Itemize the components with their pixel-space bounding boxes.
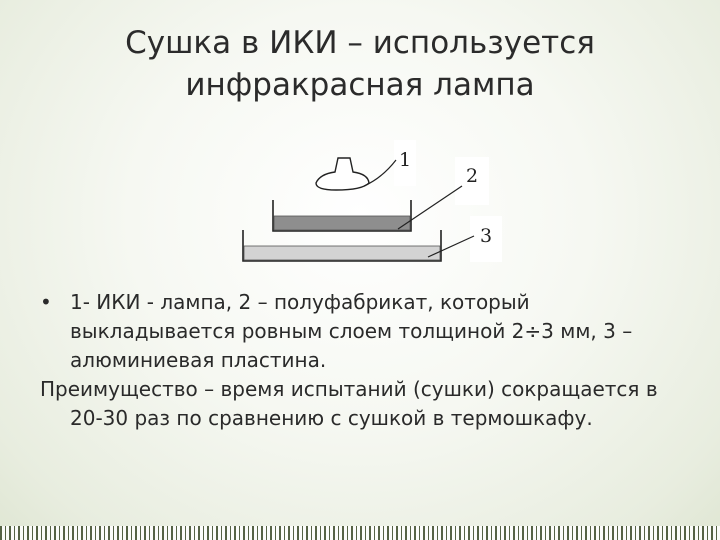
bullet-text: 1- ИКИ - лампа, 2 – полуфабрикат, которы… <box>70 290 633 372</box>
leader-line-2 <box>397 185 463 230</box>
label-2: 2 <box>466 165 478 187</box>
leader-line-3 <box>427 235 475 258</box>
label-3: 3 <box>480 225 492 247</box>
product-layer <box>273 215 411 231</box>
bullet-item: • 1- ИКИ - лампа, 2 – полуфабрикат, кото… <box>40 288 690 375</box>
product-tray <box>272 200 412 232</box>
title-line-2: инфракрасная лампа <box>185 67 535 103</box>
title-line-1: Сушка в ИКИ – используется <box>125 25 595 61</box>
label-box-2 <box>455 157 489 205</box>
label-box-1 <box>394 140 416 186</box>
slide-title: Сушка в ИКИ – используется инфракрасная … <box>60 22 660 106</box>
aluminium-plate-rim <box>242 230 442 262</box>
ir-lamp-shape <box>315 157 370 191</box>
aluminium-plate <box>243 245 441 261</box>
leader-line-1 <box>363 159 397 187</box>
label-box-3 <box>470 216 502 262</box>
advantage-paragraph: Преимущество – время испытаний (сушки) с… <box>40 377 658 430</box>
slide-body: • 1- ИКИ - лампа, 2 – полуфабрикат, кото… <box>40 288 690 433</box>
decorative-bottom-border <box>0 526 720 540</box>
bullet-marker: • <box>40 290 52 314</box>
label-1: 1 <box>399 149 411 171</box>
